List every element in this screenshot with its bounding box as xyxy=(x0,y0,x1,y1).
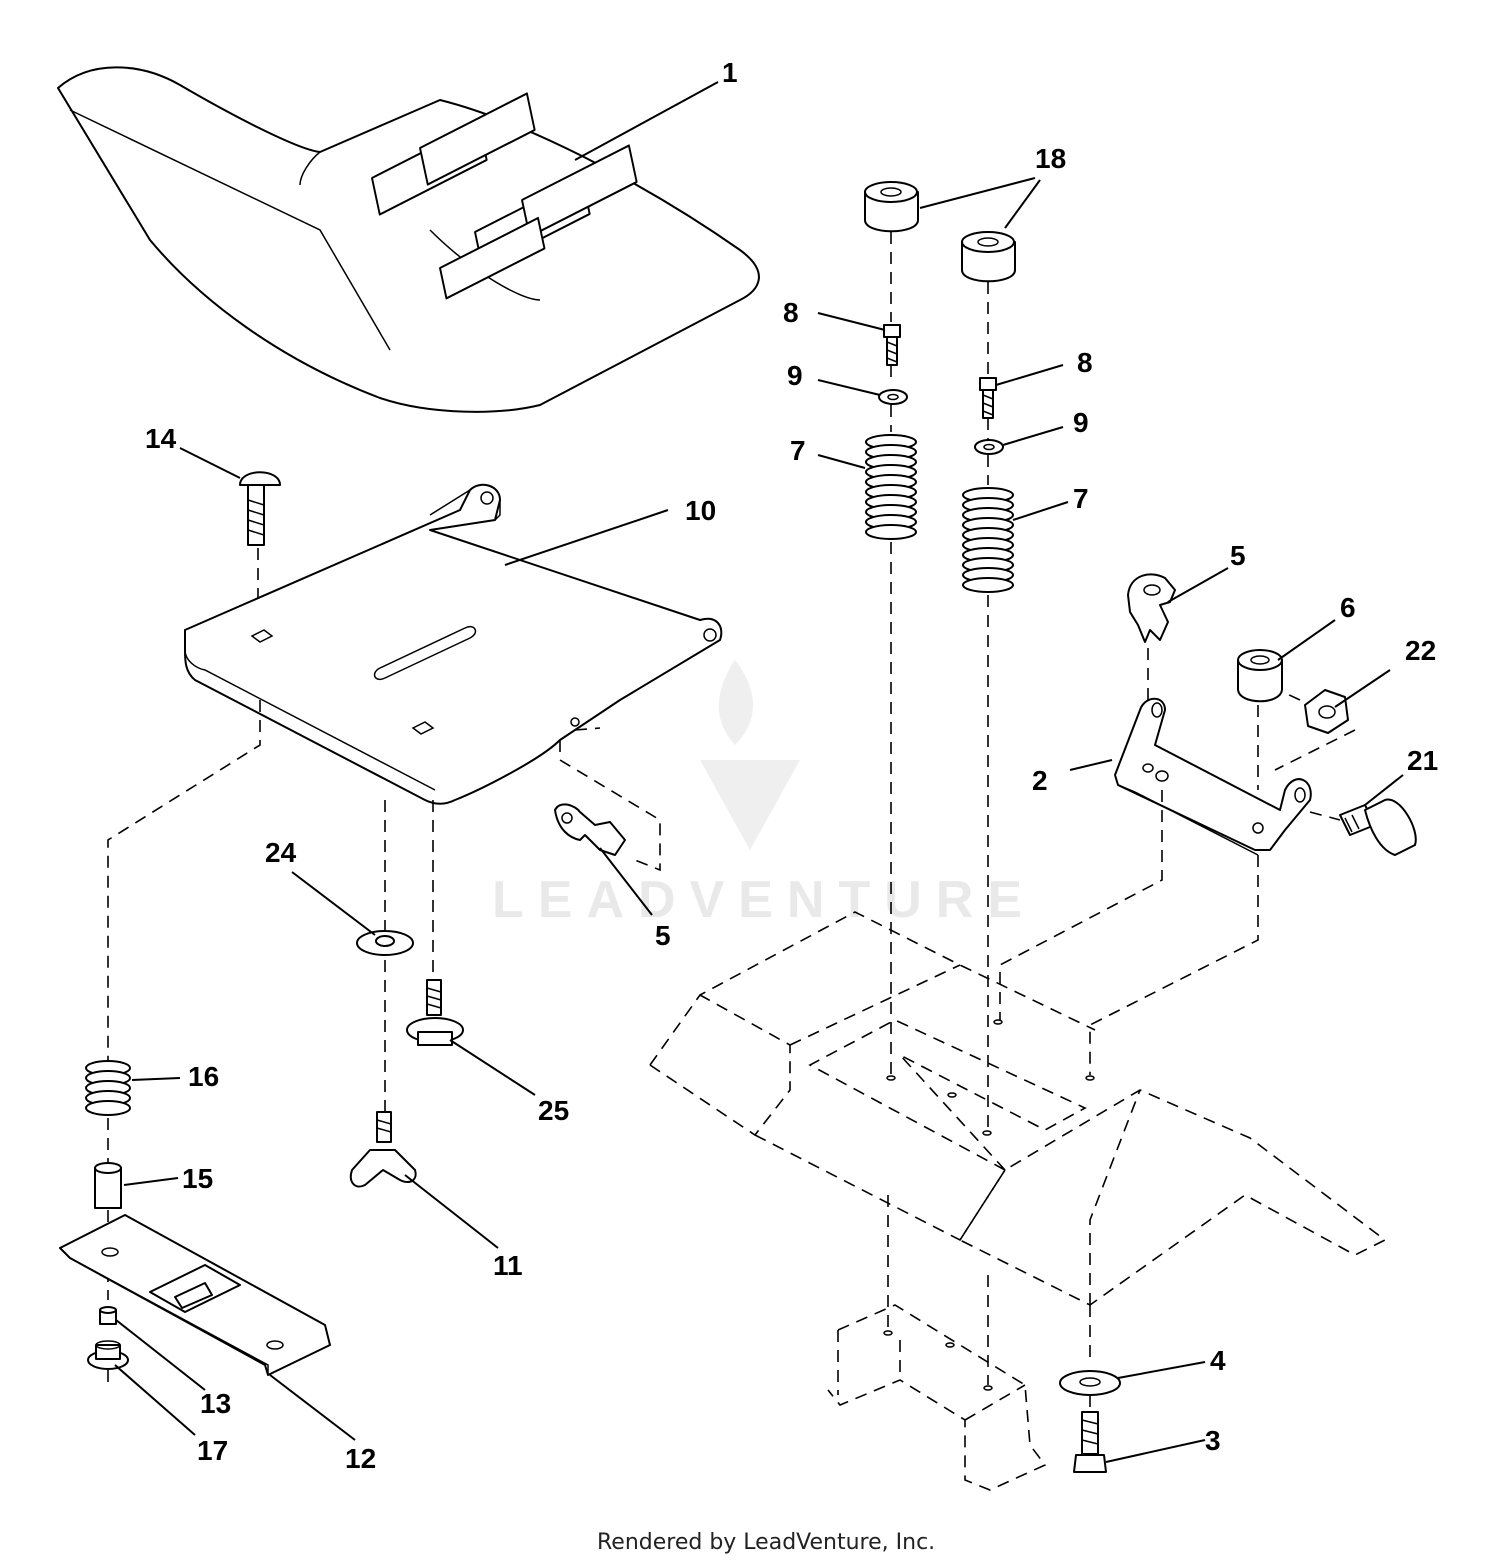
washer-part-24 xyxy=(356,930,414,956)
spring-part-7b xyxy=(962,487,1014,593)
callout-22: 22 xyxy=(1405,635,1436,666)
callout-15: 15 xyxy=(182,1163,213,1194)
nut-part-17 xyxy=(87,1340,129,1370)
slide-bracket-part xyxy=(59,1214,331,1376)
seat-pan-part xyxy=(184,483,723,805)
bolt-part-8a xyxy=(883,324,901,366)
callout-24: 24 xyxy=(265,837,297,868)
callout-12: 12 xyxy=(345,1443,376,1474)
washer-part-4 xyxy=(1059,1370,1121,1396)
callout-2: 2 xyxy=(1032,765,1048,796)
seat-switch-clip-right xyxy=(1127,573,1176,643)
callout-25: 25 xyxy=(538,1095,569,1126)
spacer-part-15 xyxy=(94,1162,122,1209)
callout-5b: 5 xyxy=(655,920,671,951)
callout-3: 3 xyxy=(1205,1425,1221,1456)
callout-18: 18 xyxy=(1035,143,1066,174)
callout-6: 6 xyxy=(1340,592,1356,623)
carriage-bolt-part xyxy=(239,471,281,546)
bushing-part-18a xyxy=(864,181,919,233)
spring-part-7a xyxy=(865,434,917,540)
callout-21: 21 xyxy=(1407,745,1438,776)
callout-13: 13 xyxy=(200,1388,231,1419)
callout-4: 4 xyxy=(1210,1345,1226,1376)
callout-8b: 8 xyxy=(1077,347,1093,378)
callout-9a: 9 xyxy=(787,360,803,391)
spring-part-16 xyxy=(85,1060,131,1116)
callout-10: 10 xyxy=(685,495,716,526)
callout-9b: 9 xyxy=(1073,407,1089,438)
callout-1: 1 xyxy=(722,57,738,88)
wing-knob-part xyxy=(349,1111,417,1188)
callout-7a: 7 xyxy=(790,435,806,466)
lock-nut-part-6 xyxy=(1237,649,1283,703)
bracket-part-2 xyxy=(1114,697,1312,856)
bolt-part-8b xyxy=(979,377,997,419)
callout-16: 16 xyxy=(188,1061,219,1092)
seat-part xyxy=(57,66,760,413)
callout-8a: 8 xyxy=(783,297,799,328)
frame-outline xyxy=(649,911,1387,1306)
shoulder-bolt-part-21 xyxy=(1339,798,1417,856)
nut-part-13 xyxy=(99,1306,117,1325)
callout-11: 11 xyxy=(493,1250,523,1281)
footer-credit: Rendered by LeadVenture, Inc. xyxy=(597,1530,935,1555)
callout-5a: 5 xyxy=(1230,540,1246,571)
leadventure-watermark: LEADVENTURE xyxy=(492,660,1036,929)
watermark-text: LEADVENTURE xyxy=(492,871,1036,929)
callout-14: 14 xyxy=(145,423,177,454)
washer-part-9b xyxy=(974,439,1004,455)
callout-7b: 7 xyxy=(1073,483,1089,514)
frame-bracket-lower xyxy=(827,1304,1047,1491)
bushing-part-18b xyxy=(961,231,1016,283)
seat-switch-clip-left xyxy=(554,803,626,856)
shoulder-bolt-part xyxy=(406,979,464,1046)
callout-17: 17 xyxy=(197,1435,228,1466)
nut-part-22 xyxy=(1304,689,1349,734)
washer-part-9a xyxy=(878,389,908,405)
bolt-part-3 xyxy=(1073,1411,1107,1473)
